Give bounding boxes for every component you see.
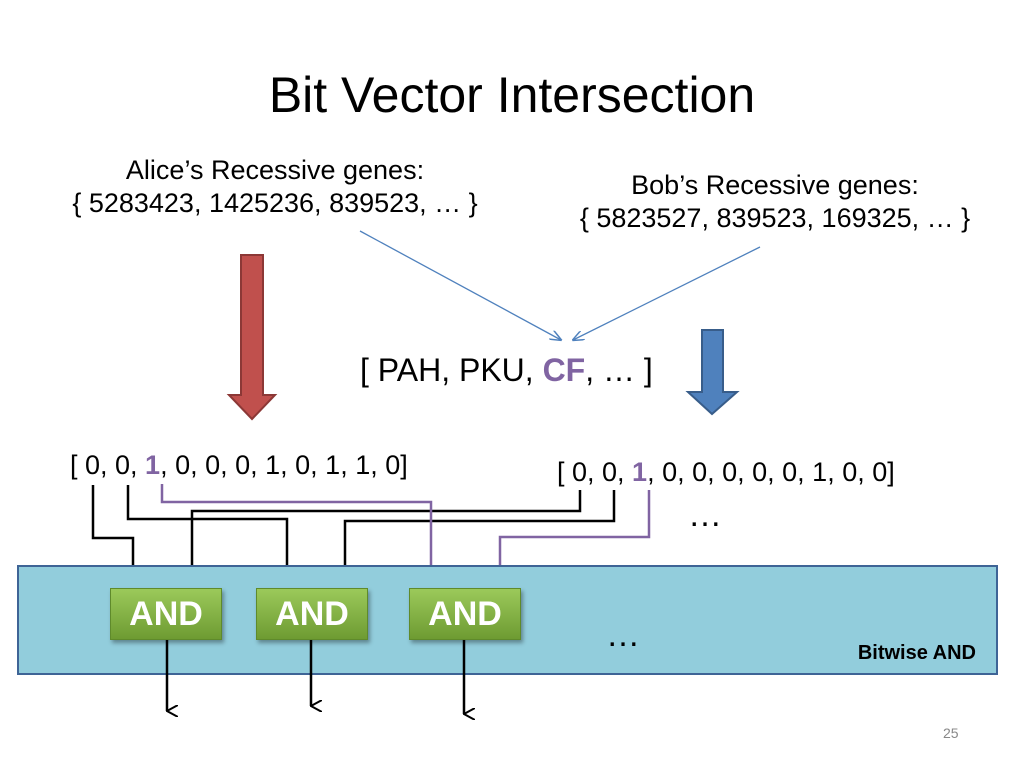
alice-pointer-line — [359, 230, 561, 340]
gene-list-open: [ PAH, PKU, — [360, 352, 543, 388]
alice-genes: Alice’s Recessive genes: { 5283423, 1425… — [30, 154, 520, 220]
bob-label: Bob’s Recessive genes: — [631, 170, 919, 200]
vector-ellipsis: … — [688, 496, 725, 534]
connector-highlight-b — [498, 490, 651, 586]
and-gate-3: AND — [409, 588, 521, 640]
gene-list-highlight: CF — [542, 352, 586, 388]
alice-block-arrow — [226, 254, 278, 421]
connector-b2 — [343, 490, 616, 586]
alice-label: Alice’s Recessive genes: — [125, 155, 425, 185]
gene-list: [ PAH, PKU, CF, … ] — [360, 350, 653, 390]
connector-a2 — [126, 485, 287, 586]
alice-vector-suffix: , 0, 0, 0, 1, 0, 1, 1, 0] — [160, 450, 408, 480]
bob-block-arrow — [685, 329, 740, 416]
alice-set: { 5283423, 1425236, 839523, … } — [72, 188, 478, 218]
gene-list-close: , … ] — [585, 352, 653, 388]
connector-highlight-a — [160, 484, 431, 586]
bob-vector-prefix: [ 0, 0, — [557, 457, 633, 487]
bitwise-and-label: Bitwise AND — [857, 642, 976, 664]
connector-b1 — [190, 490, 582, 586]
bob-genes: Bob’s Recessive genes: { 5823527, 839523… — [540, 169, 1010, 235]
alice-vector-prefix: [ 0, 0, — [70, 450, 146, 480]
bob-bit-vector: [ 0, 0, 1, 0, 0, 0, 0, 0, 1, 0, 0] — [557, 455, 895, 489]
connector-a1 — [91, 485, 133, 586]
bob-set: { 5823527, 839523, 169325, … } — [579, 203, 971, 233]
page-number: 25 — [943, 725, 959, 741]
and-gate-2: AND — [256, 588, 368, 640]
bob-vector-highlight-bit: 1 — [632, 457, 648, 487]
gate-ellipsis: … — [606, 616, 643, 654]
slide-title: Bit Vector Intersection — [268, 67, 756, 123]
alice-vector-highlight-bit: 1 — [145, 450, 161, 480]
bob-pointer-line — [573, 246, 761, 340]
alice-bit-vector: [ 0, 0, 1, 0, 0, 0, 1, 0, 1, 1, 0] — [70, 448, 408, 482]
bob-vector-suffix: , 0, 0, 0, 0, 0, 1, 0, 0] — [647, 457, 895, 487]
and-gate-1: AND — [110, 588, 222, 640]
